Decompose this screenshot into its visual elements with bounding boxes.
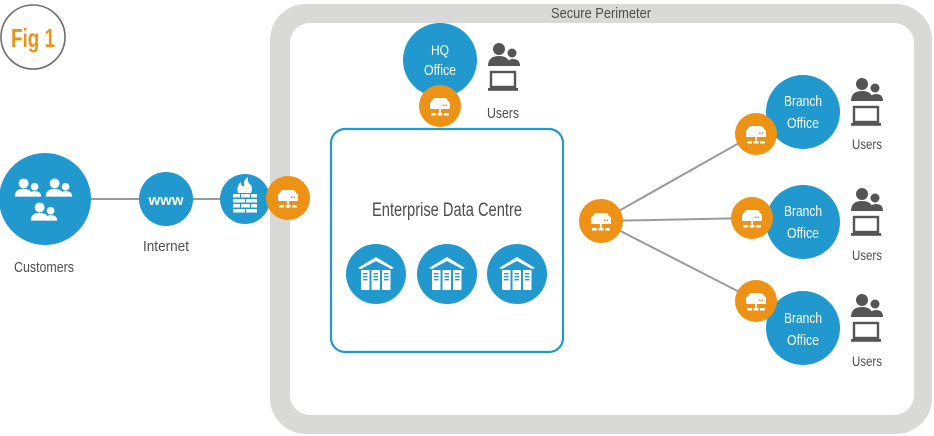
branch-users-label: Users	[852, 353, 882, 369]
branch-label-line2: Office	[787, 225, 819, 242]
internet-label: Internet	[143, 238, 190, 255]
link-hub-branch-3	[600, 220, 756, 301]
perimeter-label: Secure Perimeter	[551, 5, 651, 22]
link-hub-branch-1	[600, 133, 756, 222]
www-icon: www	[147, 192, 183, 209]
link-hub-branch-2	[600, 217, 753, 222]
figure-label: Fig 1	[11, 23, 55, 53]
datacentre-box	[329, 127, 565, 354]
branch-label-line2: Office	[787, 115, 819, 132]
figure-badge-circle	[0, 4, 66, 70]
hq-label-line1: HQ	[431, 42, 449, 59]
figure-badge: Fig 1	[0, 4, 66, 70]
branch-circle	[766, 185, 840, 259]
hq-circle	[403, 23, 477, 97]
internet-node[interactable]: www Internet	[139, 172, 193, 255]
internet-circle	[139, 172, 193, 226]
hq-label-line2: Office	[424, 62, 456, 79]
server-2[interactable]	[417, 244, 477, 304]
branch-office-2[interactable]: Branch Office Users	[731, 185, 885, 263]
branch-label-line1: Branch	[784, 93, 822, 110]
branch-circle	[766, 291, 840, 365]
perimeter-router[interactable]	[266, 176, 310, 220]
hq-office[interactable]: HQ Office Users	[403, 23, 522, 127]
branch-label-line1: Branch	[784, 203, 822, 220]
branch-label-line2: Office	[787, 332, 819, 349]
branch-users-label: Users	[852, 136, 882, 152]
branch-office-3[interactable]: Branch Office Users	[735, 280, 885, 369]
customers-circle	[0, 153, 91, 245]
connections	[90, 133, 756, 301]
firewall-icon	[233, 177, 257, 213]
customers-label: Customers	[14, 259, 74, 276]
branch-label-line1: Branch	[784, 310, 822, 327]
hub-router[interactable]	[579, 199, 623, 243]
branch-office-1[interactable]: Branch Office Users	[735, 75, 885, 155]
datacentre-label: Enterprise Data Centre	[372, 200, 522, 221]
server-1[interactable]	[346, 244, 406, 304]
server-3[interactable]	[487, 244, 547, 304]
branch-circle	[766, 75, 840, 149]
firewall-node[interactable]	[220, 174, 270, 224]
branch-users-label: Users	[852, 247, 882, 263]
hq-users-label: Users	[487, 105, 519, 122]
enterprise-data-centre[interactable]: Enterprise Data Centre	[329, 127, 565, 354]
customers-node[interactable]: Customers	[0, 153, 91, 276]
